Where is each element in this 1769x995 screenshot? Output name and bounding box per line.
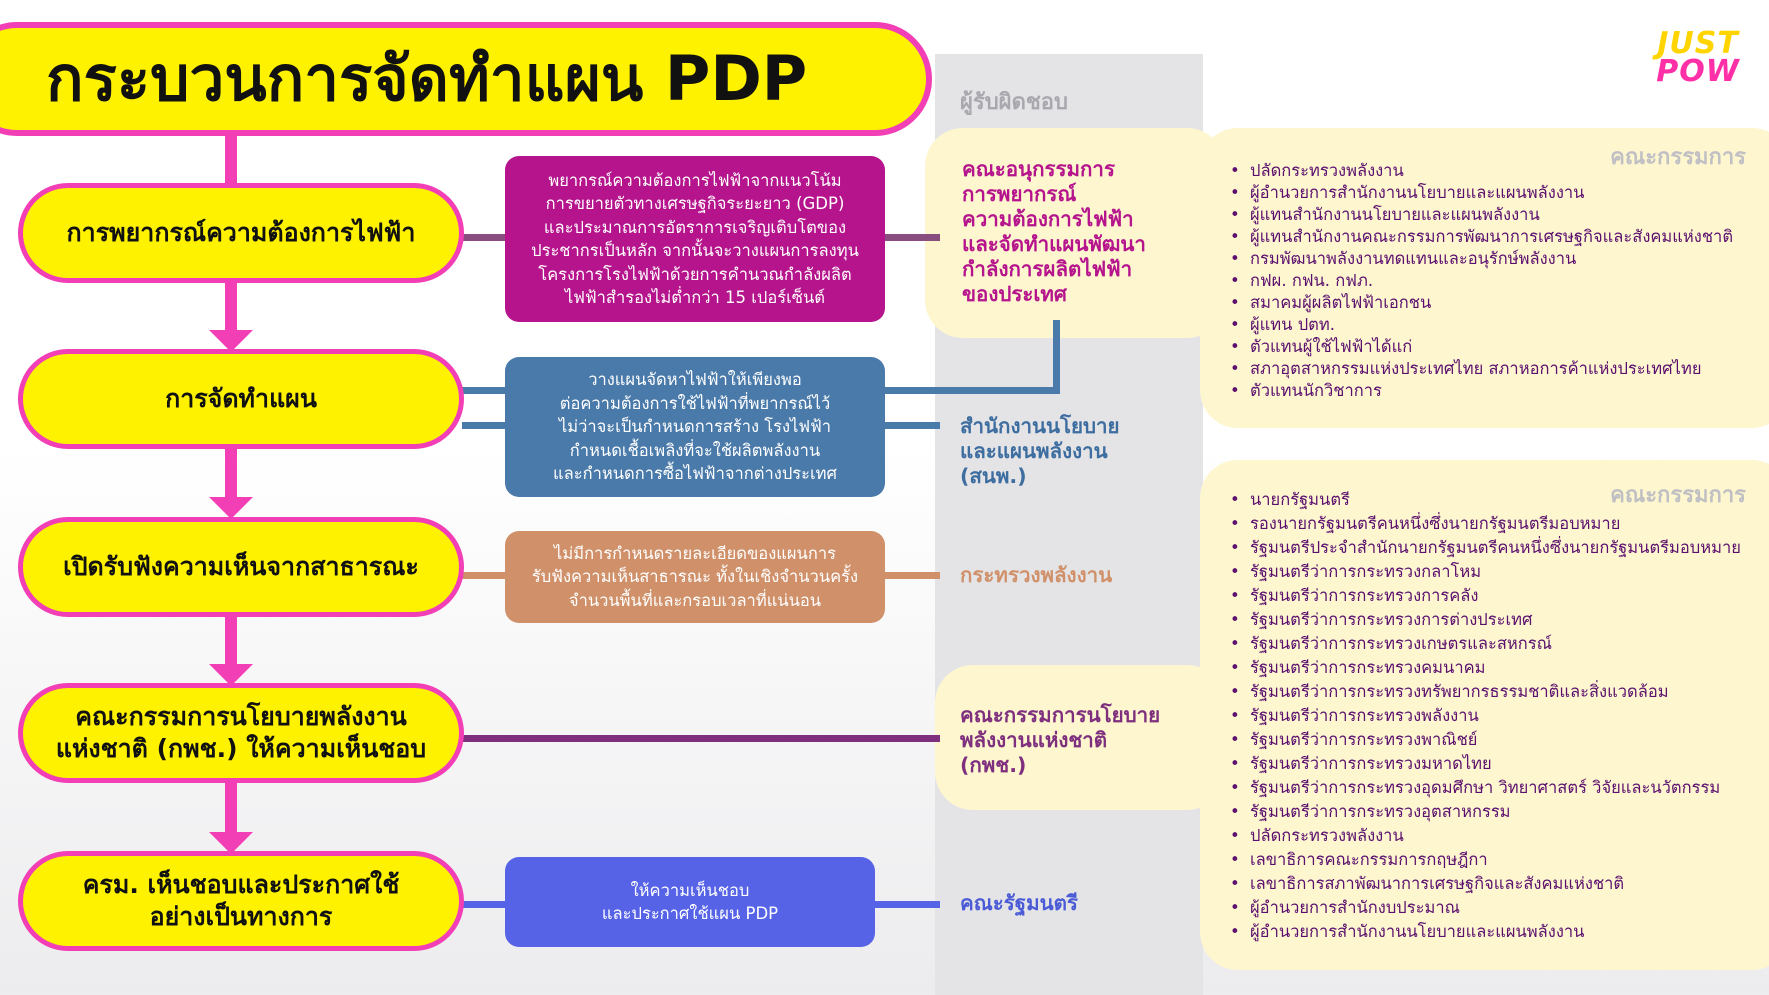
committee-member: เลขาธิการสภาพัฒนาการเศรษฐกิจและสังคมแห่ง… <box>1230 872 1741 896</box>
step-public-hearing: เปิดรับฟังความเห็นจากสาธารณะ <box>18 517 464 617</box>
flow-arrow-icon <box>209 497 253 519</box>
committee-member: สภาอุตสาหกรรมแห่งประเทศไทย สภาหอการค้าแห… <box>1230 358 1733 380</box>
logo-line-2: POW <box>1656 54 1740 89</box>
committee-member: รัฐมนตรีว่าการกระทรวงเกษตรและสหกรณ์ <box>1230 632 1741 656</box>
committee-member: สมาคมผู้ผลิตไฟฟ้าเอกชน <box>1230 292 1733 314</box>
committee-member: รองนายกรัฐมนตรีคนหนึ่งซึ่งนายกรัฐมนตรีมอ… <box>1230 512 1741 536</box>
committee-member: เลขาธิการคณะกรรมการกฤษฎีกา <box>1230 848 1741 872</box>
committee-member: ผู้อำนวยการสำนักงานนโยบายและแผนพลังงาน <box>1230 920 1741 944</box>
committee-member: ผู้แทน ปตท. <box>1230 314 1733 336</box>
connector-step-4 <box>462 735 940 742</box>
logo-line-1: JUST <box>1657 26 1739 61</box>
committee-member: รัฐมนตรีว่าการกระทรวงอุตสาหกรรม <box>1230 800 1741 824</box>
flow-line <box>225 278 237 340</box>
committee-member: ปลัดกระทรวงพลังงาน <box>1230 160 1733 182</box>
connector-step-5-right <box>870 901 940 908</box>
connector-step-3-right <box>882 572 940 579</box>
desc-cabinet: ให้ความเห็นชอบ และประกาศใช้แผน PDP <box>505 857 875 947</box>
connector-step-1 <box>462 234 510 241</box>
flow-line <box>225 613 237 675</box>
committee-member: ตัวแทนนักวิชาการ <box>1230 380 1733 402</box>
step-npc-approval: คณะกรรมการนโยบายพลังงาน แห่งชาติ (กพช.) … <box>18 683 464 783</box>
flow-arrow-icon <box>209 330 253 352</box>
flow-line <box>225 130 237 190</box>
committee-member: กฟผ. กฟน. กฟภ. <box>1230 270 1733 292</box>
connector-step-2-right-top <box>882 387 1060 394</box>
committee-member: ปลัดกระทรวงพลังงาน <box>1230 824 1741 848</box>
connector-step-2-bottom <box>462 422 510 429</box>
connector-step-2-right-bottom <box>882 422 940 429</box>
justpow-logo: JUST POW <box>1648 28 1748 92</box>
flow-arrow-icon <box>209 832 253 854</box>
committee-member: รัฐมนตรีว่าการกระทรวงการต่างประเทศ <box>1230 608 1741 632</box>
committee-member: รัฐมนตรีว่าการกระทรวงคมนาคม <box>1230 656 1741 680</box>
step-cabinet-approval: ครม. เห็นชอบและประกาศใช้ อย่างเป็นทางการ <box>18 851 464 951</box>
committee-member: ตัวแทนผู้ใช้ไฟฟ้าได้แก่ <box>1230 336 1733 358</box>
npc-panel <box>935 665 1225 810</box>
flow-line <box>225 780 237 842</box>
connector-step-5 <box>462 901 510 908</box>
committee-member: ผู้อำนวยการสำนักงบประมาณ <box>1230 896 1741 920</box>
committee-member: กรมพัฒนาพลังงานทดแทนและอนุรักษ์พลังงาน <box>1230 248 1733 270</box>
committee-member: รัฐมนตรีว่าการกระทรวงพาณิชย์ <box>1230 728 1741 752</box>
committee-member: ผู้แทนสำนักงานคณะกรรมการพัฒนาการเศรษฐกิจ… <box>1230 226 1733 248</box>
connector-step-2-top <box>462 387 510 394</box>
committee-member: รัฐมนตรีว่าการกระทรวงกลาโหม <box>1230 560 1741 584</box>
connector-step-3 <box>462 572 510 579</box>
step-planning: การจัดทำแผน <box>18 349 464 449</box>
responsible-header: ผู้รับผิดชอบ <box>960 90 1068 115</box>
committee-2-members: นายกรัฐมนตรีรองนายกรัฐมนตรีคนหนึ่งซึ่งนา… <box>1230 488 1741 944</box>
desc-planning: วางแผนจัดหาไฟฟ้าให้เพียงพอ ต่อความต้องกา… <box>505 357 885 497</box>
resp-ministry-energy: กระทรวงพลังงาน <box>960 563 1113 587</box>
committee-member: นายกรัฐมนตรี <box>1230 488 1741 512</box>
resp-cabinet: คณะรัฐมนตรี <box>960 891 1078 915</box>
step-forecast: การพยากรณ์ความต้องการไฟฟ้า <box>18 183 464 283</box>
resp-npc: คณะกรรมการนโยบาย พลังงานแห่งชาติ (กพช.) <box>960 703 1161 777</box>
page-title: กระบวนการจัดทำแผน PDP <box>46 42 808 115</box>
committee-member: รัฐมนตรีว่าการกระทรวงมหาดไทย <box>1230 752 1741 776</box>
desc-public-hearing: ไม่มีการกำหนดรายละเอียดของแผนการ รับฟังค… <box>505 531 885 623</box>
committee-member: รัฐมนตรีว่าการกระทรวงการคลัง <box>1230 584 1741 608</box>
subcommittee-panel <box>925 128 1225 338</box>
committee-1-members: ปลัดกระทรวงพลังงานผู้อำนวยการสำนักงานนโย… <box>1230 160 1733 402</box>
resp-subcommittee: คณะอนุกรรมการ การพยากรณ์ ความต้องการไฟฟ้… <box>962 157 1146 306</box>
connector-step-1-right <box>882 234 940 241</box>
committee-member: ผู้แทนสำนักงานนโยบายและแผนพลังงาน <box>1230 204 1733 226</box>
desc-forecast: พยากรณ์ความต้องการไฟฟ้าจากแนวโน้ม การขยา… <box>505 156 885 322</box>
flow-line <box>225 446 237 508</box>
resp-eppo: สำนักงานนโยบาย และแผนพลังงาน (สนพ.) <box>960 414 1120 488</box>
committee-member: รัฐมนตรีประจำสำนักนายกรัฐมนตรีคนหนึ่งซึ่… <box>1230 536 1741 560</box>
committee-member: รัฐมนตรีว่าการกระทรวงอุดมศึกษา วิทยาศาสต… <box>1230 776 1741 800</box>
title-banner <box>0 22 932 136</box>
committee-member: รัฐมนตรีว่าการกระทรวงพลังงาน <box>1230 704 1741 728</box>
committee-member: ผู้อำนวยการสำนักงานนโยบายและแผนพลังงาน <box>1230 182 1733 204</box>
flow-arrow-icon <box>209 664 253 686</box>
committee-member: รัฐมนตรีว่าการกระทรวงทรัพยากรธรรมชาติและ… <box>1230 680 1741 704</box>
connector-step-2-riser <box>1053 320 1060 394</box>
